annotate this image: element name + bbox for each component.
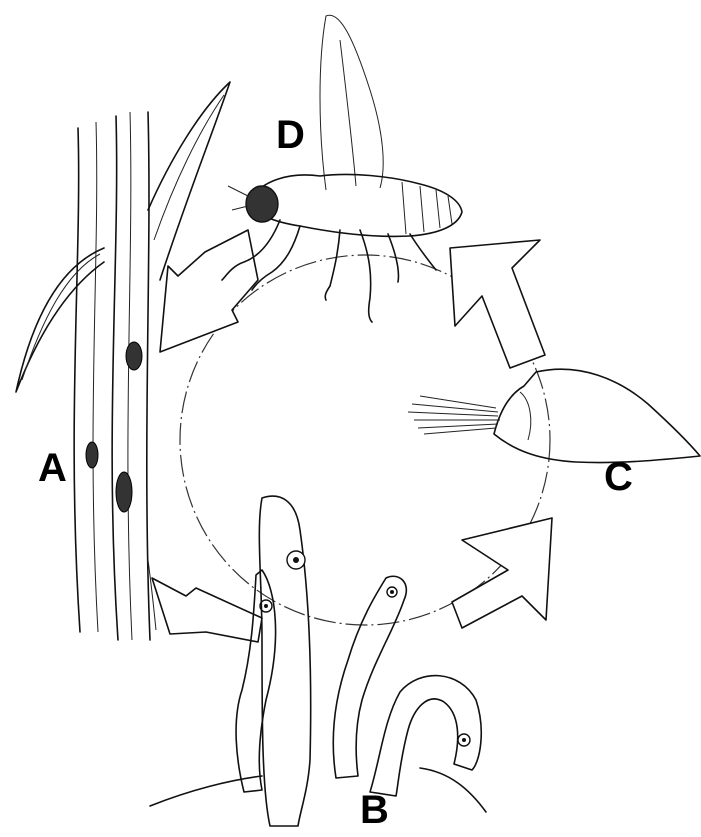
larvae-icon [150, 496, 486, 826]
arrow-c-to-d [450, 240, 545, 368]
arrow-b-to-c [452, 518, 552, 628]
arrow-d-to-a [160, 230, 258, 352]
stage-label-b: B [360, 790, 389, 830]
stage-label-c: C [604, 457, 633, 497]
arrow-a-to-b [152, 578, 262, 642]
stage-label-d: D [276, 115, 305, 155]
pupa-icon [408, 369, 700, 462]
grass-stem-with-eggs-icon [16, 82, 230, 640]
stage-label-a: A [38, 448, 67, 488]
